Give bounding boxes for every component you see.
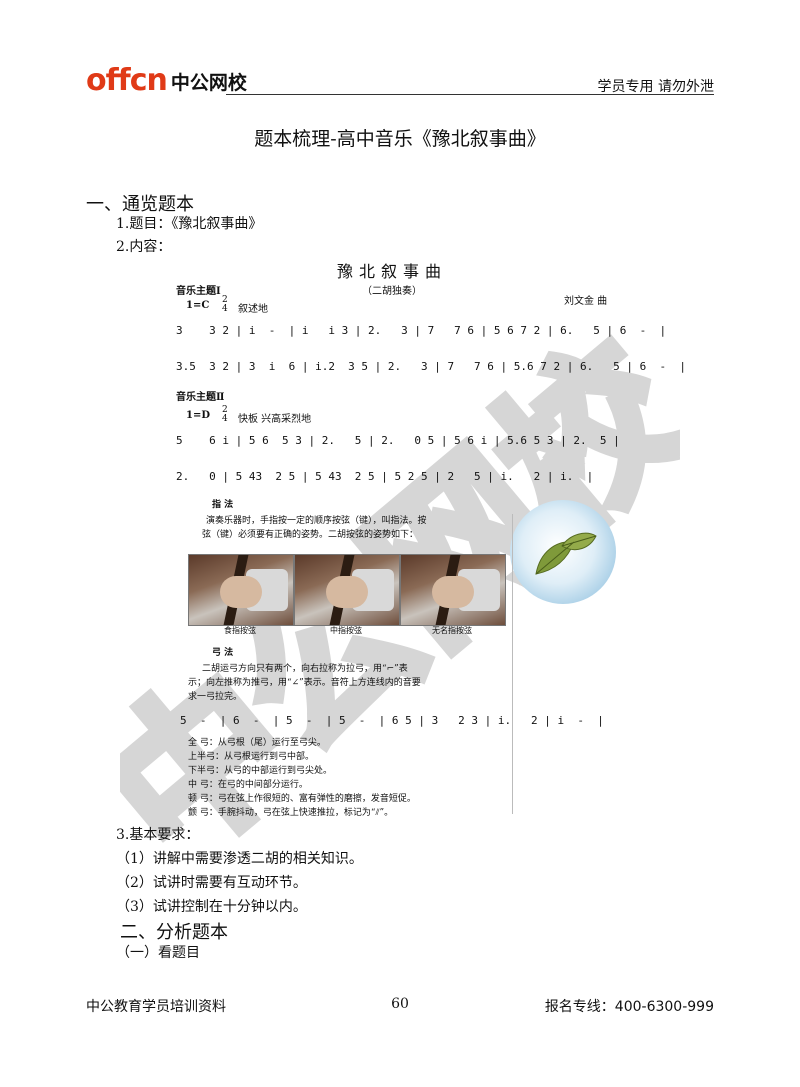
theme2-meter-top: 2 [222,405,228,415]
bowing-def-4: 中 弓：在弓的中间部分运行。 [188,780,308,790]
bowing-text-3: 求一弓拉完。 [188,692,243,702]
theme1-key: 1=C [186,300,210,311]
bowing-heading: 弓 法 [212,648,234,658]
fingering-text-2: 弦（键）必须要有正确的姿势。二胡按弦的姿势如下： [202,530,419,540]
theme2-meter: 2 4 [222,406,228,424]
fingering-heading: 指 法 [212,500,234,510]
photo-ring-finger [400,554,506,626]
bowing-def-1: 全 弓：从弓根（尾）运行至弓尖。 [188,738,326,748]
theme1-line2: 3.5 3 2 | 3 i 6 | i.2 3 5 | 2. 3 | 7 7 6… [176,360,686,373]
theme1-expression: 叙述地 [238,304,268,315]
column-divider [512,514,513,814]
score-image: 豫北叙事曲 （二胡独奏） 刘文金 曲 音乐主题Ⅰ 1=C 2 4 叙述地 3 3… [172,258,686,818]
theme1-line1: 3 3 2 | i - | i i 3 | 2. 3 | 7 7 6 | 5 6… [176,324,667,337]
score-subtitle: （二胡独奏） [362,286,422,297]
bowing-def-3: 下半弓：从弓的中部运行到弓尖处。 [188,766,333,776]
footer-hotline: 报名专线：400-6300-999 [544,999,714,1015]
header-notice: 学员专用 请勿外泄 [597,79,714,95]
photo-caption-3: 无名指按弦 [432,626,472,635]
theme1-meter-top: 2 [222,295,228,305]
theme2-meter-bottom: 4 [222,414,228,424]
bowing-notes: 5 - | 6 - | 5 - | 5 - | 6 5 | 3 2 3 | i.… [180,714,604,727]
theme1-meter-bottom: 4 [222,304,228,314]
subsection-heading: （一）看题目 [116,945,200,961]
requirement-3: （3）试讲控制在十分钟以内。 [116,899,307,915]
photo-middle-finger [294,554,400,626]
score-composer: 刘文金 曲 [564,296,608,307]
theme2-label: 音乐主题Ⅱ [176,392,225,403]
section-heading-2: 二、分析题本 [120,922,228,943]
theme1-label: 音乐主题Ⅰ [176,286,221,297]
bowing-text-2: 示；向左推称为推弓，用“∠”表示。音符上方连线内的音要 [188,678,421,688]
logo-latin: offcn [86,63,168,98]
logo-cn: 中公网校 [170,72,247,94]
bowing-def-5: 顿 弓：弓在弦上作很短的、富有弹性的磨擦，发音短促。 [188,794,416,804]
fingering-text-1: 演奏乐器时，手指按一定的顺序按弦（键），叫指法。按 [206,516,427,526]
item-content: 2.内容： [116,239,172,255]
footer-left: 中公教育学员培训资料 [86,999,226,1015]
document-title: 题本梳理-高中音乐《豫北叙事曲》 [254,128,546,150]
item-topic: 1.题目：《豫北叙事曲》 [116,216,263,232]
theme2-line1: 5 6 i | 5 6 5 3 | 2. 5 | 2. 0 5 | 5 6 i … [176,434,620,447]
photo-caption-2: 中指按弦 [330,626,362,635]
header-divider [226,94,714,95]
bowing-def-2: 上半弓：从弓根运行到弓中部。 [188,752,315,762]
page-number: 60 [391,996,409,1012]
bowing-text-1: 二胡运弓方向只有两个，向右拉称为拉弓，用“⌐”表 [202,664,408,674]
logo: offcn 中公网校 [86,62,247,96]
score-title: 豫北叙事曲 [336,262,447,281]
leaf-icon [535,532,597,575]
theme2-key: 1=D [186,410,211,421]
section-heading-1: 一、通览题本 [86,194,194,215]
requirement-2: （2）试讲时需要有互动环节。 [116,875,307,891]
bowing-def-6: 颤 弓：手腕抖动，弓在弦上快速推拉，标记为“⫽”。 [188,808,394,818]
requirements-heading: 3.基本要求： [116,827,200,843]
photo-index-finger [188,554,294,626]
theme2-line2: 2. 0 | 5 43 2 5 | 5 43 2 5 | 5 2 5 | 2 5… [176,470,594,483]
requirement-1: （1）讲解中需要渗透二胡的相关知识。 [116,851,363,867]
photo-caption-1: 食指按弦 [224,626,256,635]
theme2-expression: 快板 兴高采烈地 [238,414,312,425]
theme1-meter: 2 4 [222,296,228,314]
